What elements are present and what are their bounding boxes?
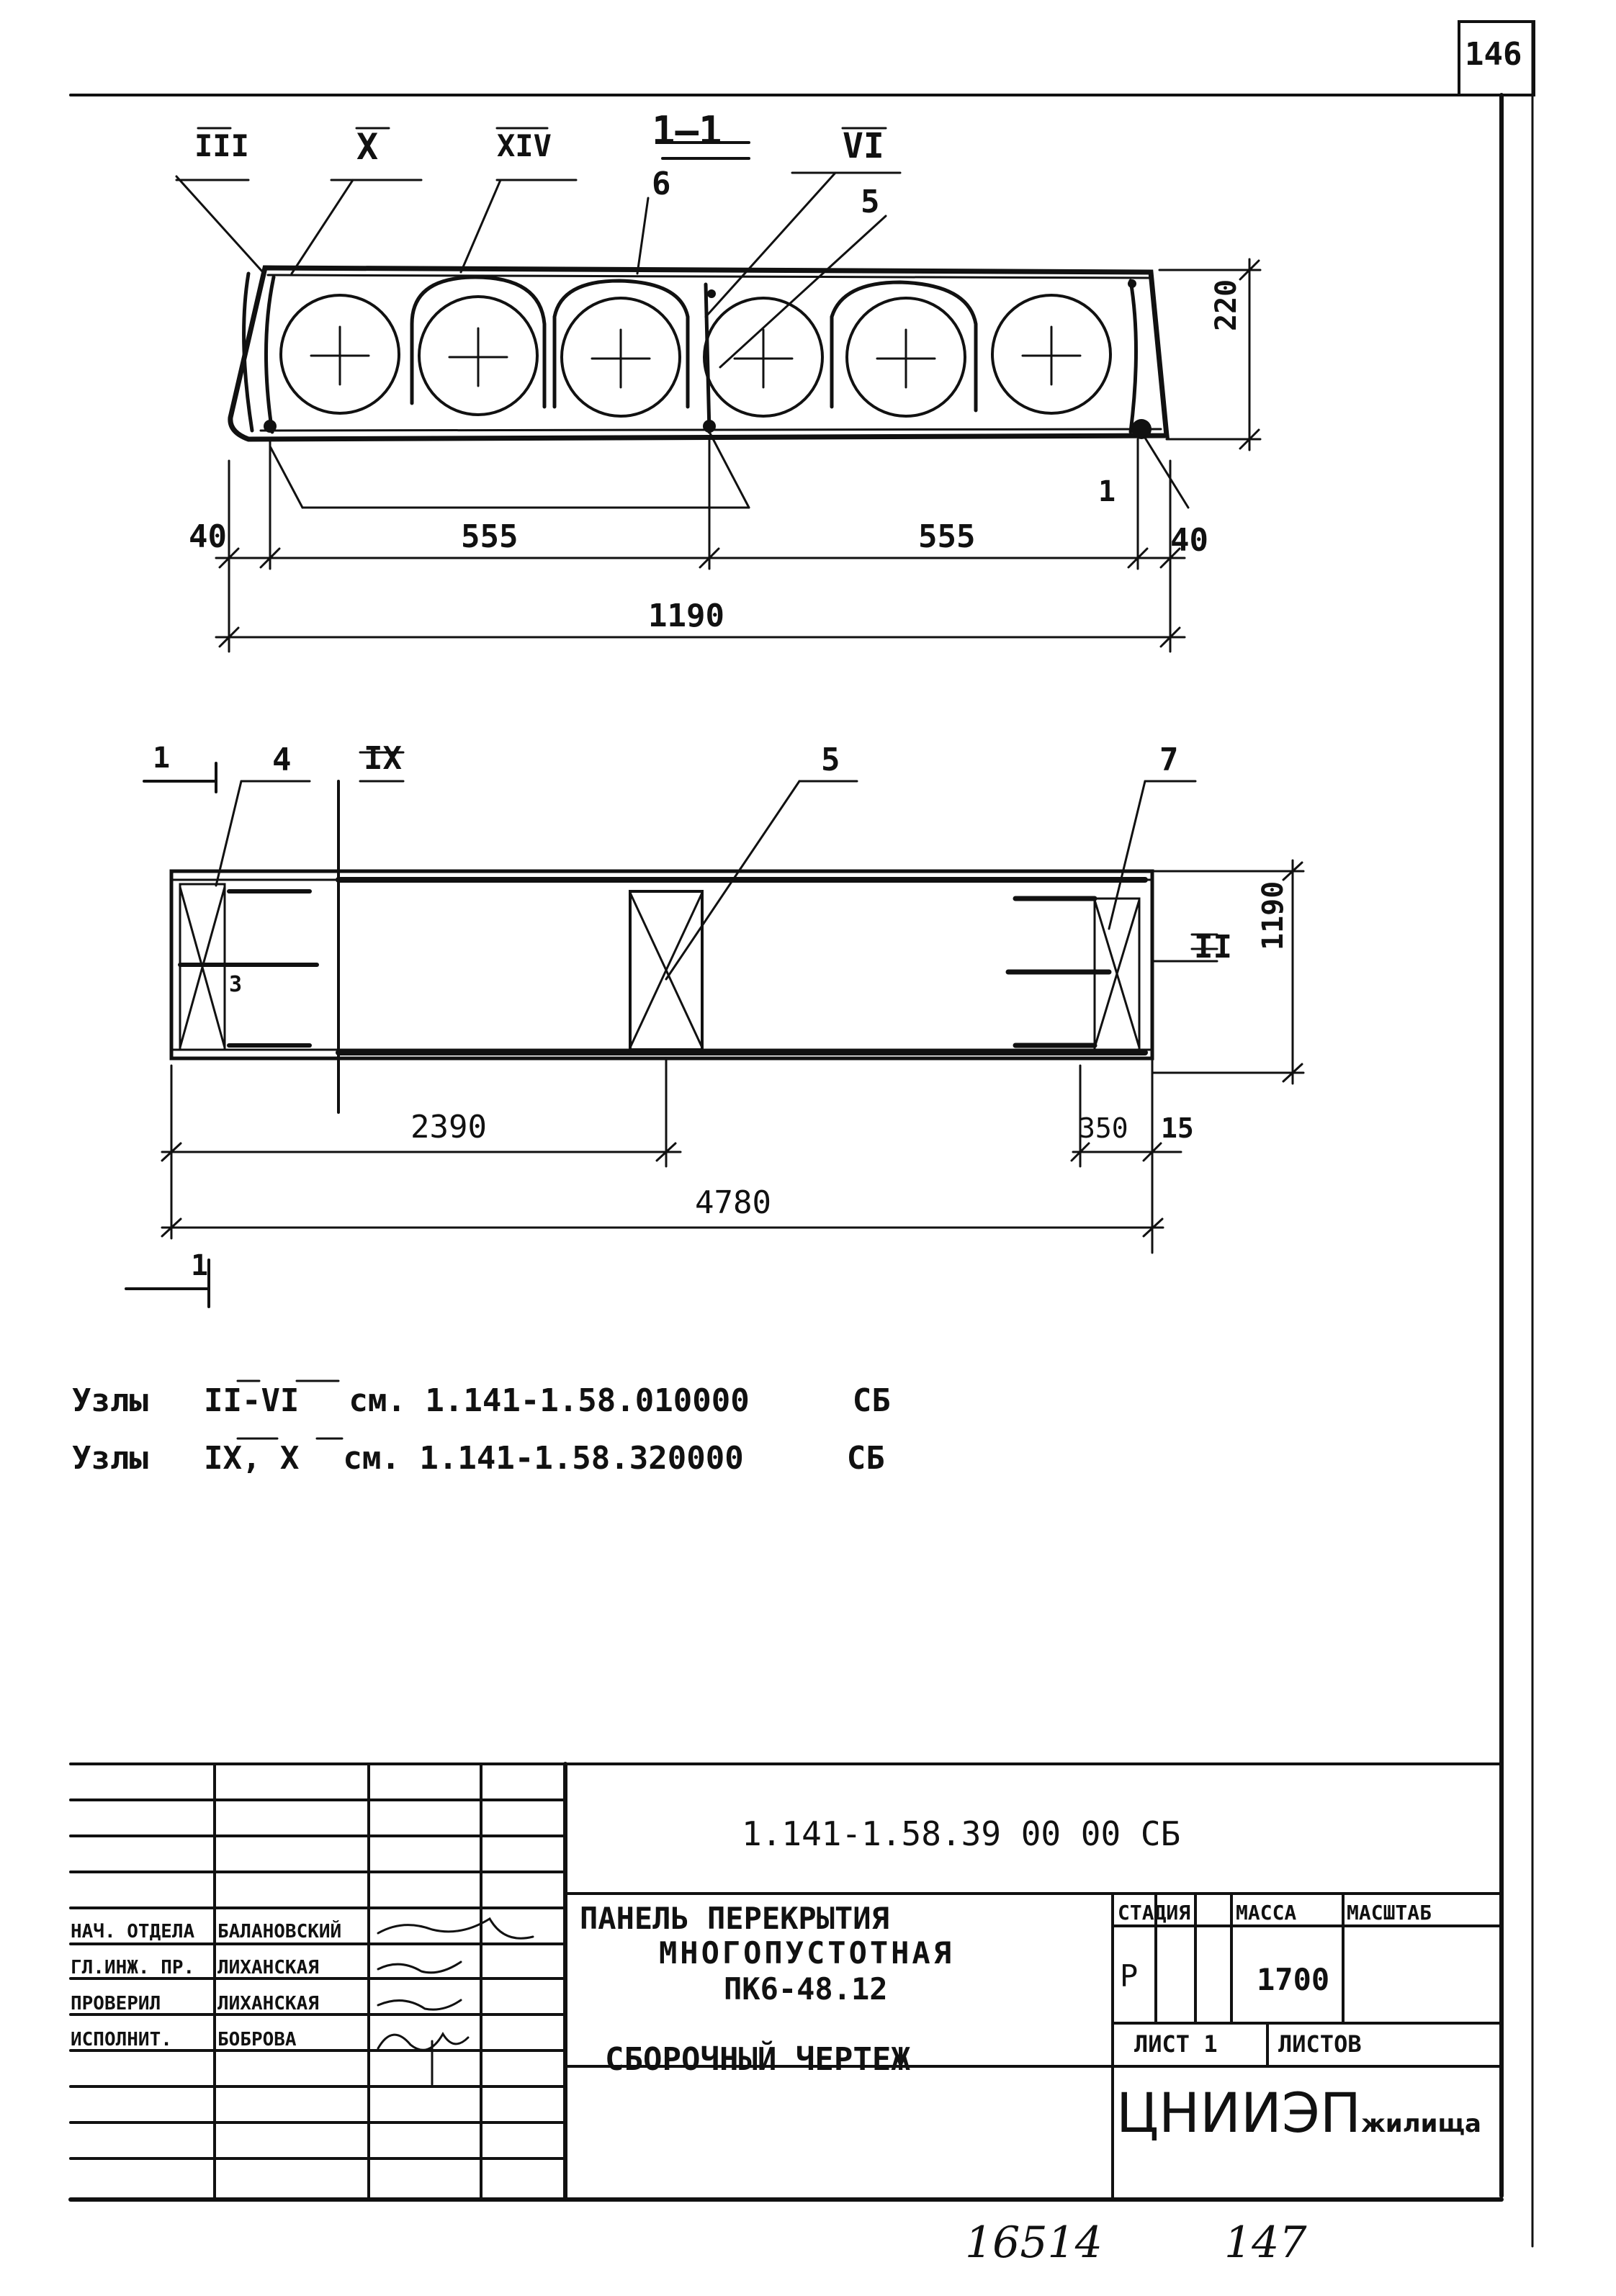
organization: ЦНИИЭПжилища [1116, 2081, 1481, 2145]
stage-value: Р [1120, 1958, 1139, 1994]
position-label-7: 7 [1159, 742, 1179, 778]
node-label-iii: III [194, 128, 249, 163]
hollow-core [845, 297, 966, 418]
mass-value: 1700 [1257, 1962, 1330, 1997]
role-checked: ПРОВЕРИЛ [71, 1993, 161, 2014]
hollow-core [991, 294, 1112, 415]
scale-header: МАСШТАБ [1347, 1901, 1432, 1924]
section-mark-bottom: 1 [191, 1249, 209, 1282]
position-label-6: 6 [652, 166, 671, 202]
section-label: 1—1 [652, 108, 722, 153]
hollow-core [560, 297, 681, 418]
footer-number-2: 147 [1224, 2218, 1307, 2268]
note-suffix: СБ [852, 1382, 891, 1419]
signatures [377, 1917, 534, 2086]
dimension-total-width: 1190 [648, 598, 724, 634]
position-label-5-plan: 5 [821, 742, 840, 778]
position-label-5: 5 [861, 184, 880, 220]
dimension-half-right: 555 [918, 518, 976, 555]
note-nodes: IX, X [203, 1440, 300, 1477]
dimension-right-edge: 40 [1170, 522, 1208, 559]
position-label-1: 1 [1098, 475, 1116, 508]
dimension-to-center: 2390 [410, 1109, 487, 1145]
role-head-of-department: НАЧ. ОТДЕЛА [71, 1921, 195, 1942]
name-chief-engineer: ЛИХАНСКАЯ [217, 1957, 319, 1978]
sheet-label: ЛИСТ 1 [1134, 2030, 1218, 2058]
organization-main: ЦНИИЭП [1116, 2081, 1362, 2145]
node-label-ii: II [1194, 929, 1232, 965]
dimension-right-edge-plan: 15 [1161, 1112, 1194, 1144]
name-head-of-department: БАЛАНОВСКИЙ [217, 1921, 342, 1942]
sheets-label: ЛИСТОВ [1278, 2030, 1362, 2058]
note-reference: см. 1.141-1.58.320000 [343, 1440, 744, 1477]
page-number-box [1458, 20, 1535, 96]
plan-view [125, 751, 1305, 1308]
hollow-core [279, 294, 400, 415]
name-performer: БОБРОВА [217, 2029, 297, 2050]
dimension-width-plan: 1190 [1257, 881, 1290, 950]
dimension-total-length: 4780 [695, 1184, 771, 1221]
stage-header: СТАДИЯ [1118, 1901, 1191, 1924]
dimension-left-edge: 40 [189, 518, 227, 555]
note-prefix: Узлы [72, 1382, 148, 1419]
node-label-x: X [356, 126, 379, 168]
page-number: 146 [1465, 36, 1522, 73]
dimension-half-left: 555 [461, 518, 519, 555]
hollow-core [418, 295, 539, 416]
title-line-2: МНОГОПУСТОТНАЯ [659, 1935, 955, 1971]
note-nodes: II-VI [203, 1382, 300, 1419]
note-suffix: СБ [846, 1440, 885, 1477]
section-1-1 [175, 127, 1262, 653]
note-line-1: Узлы II-VI см. 1.141-1.58.010000 СБ [72, 1382, 891, 1419]
dimension-height: 220 [1210, 279, 1243, 331]
title-line-1: ПАНЕЛЬ ПЕРЕКРЫТИЯ [580, 1901, 889, 1936]
title-block-grid [68, 1762, 1504, 2202]
role-performer: ИСПОЛНИТ. [71, 2029, 172, 2050]
hollow-core [703, 297, 824, 418]
top-rebar [266, 274, 1151, 279]
note-line-2: Узлы IX, X см. 1.141-1.58.320000 СБ [72, 1440, 885, 1477]
mass-header: МАССА [1236, 1901, 1297, 1924]
footer-number-1: 16514 [965, 2218, 1103, 2268]
position-label-4: 4 [272, 742, 292, 778]
section-outline [228, 265, 1170, 442]
drawing-type: СБОРОЧНЫЙ ЧЕРТЕЖ [605, 2041, 910, 2078]
role-chief-engineer: ГЛ.ИНЖ. ПР. [71, 1957, 195, 1978]
dimension-right-span: 350 [1079, 1112, 1128, 1144]
document-code: 1.141-1.58.39 00 00 СБ [742, 1814, 1181, 1853]
node-label-ix: IX [364, 740, 402, 777]
note-prefix: Узлы [72, 1440, 148, 1477]
name-checked: ЛИХАНСКАЯ [217, 1993, 319, 2014]
small-mark: 3 [229, 972, 243, 997]
title-line-3: ПК6-48.12 [724, 1971, 888, 2007]
section-mark-top: 1 [153, 742, 171, 775]
node-label-vi: VI [843, 126, 884, 166]
note-reference: см. 1.141-1.58.010000 [349, 1382, 750, 1419]
organization-sub: жилища [1361, 2110, 1481, 2138]
node-label-xiv: XIV [497, 128, 552, 163]
